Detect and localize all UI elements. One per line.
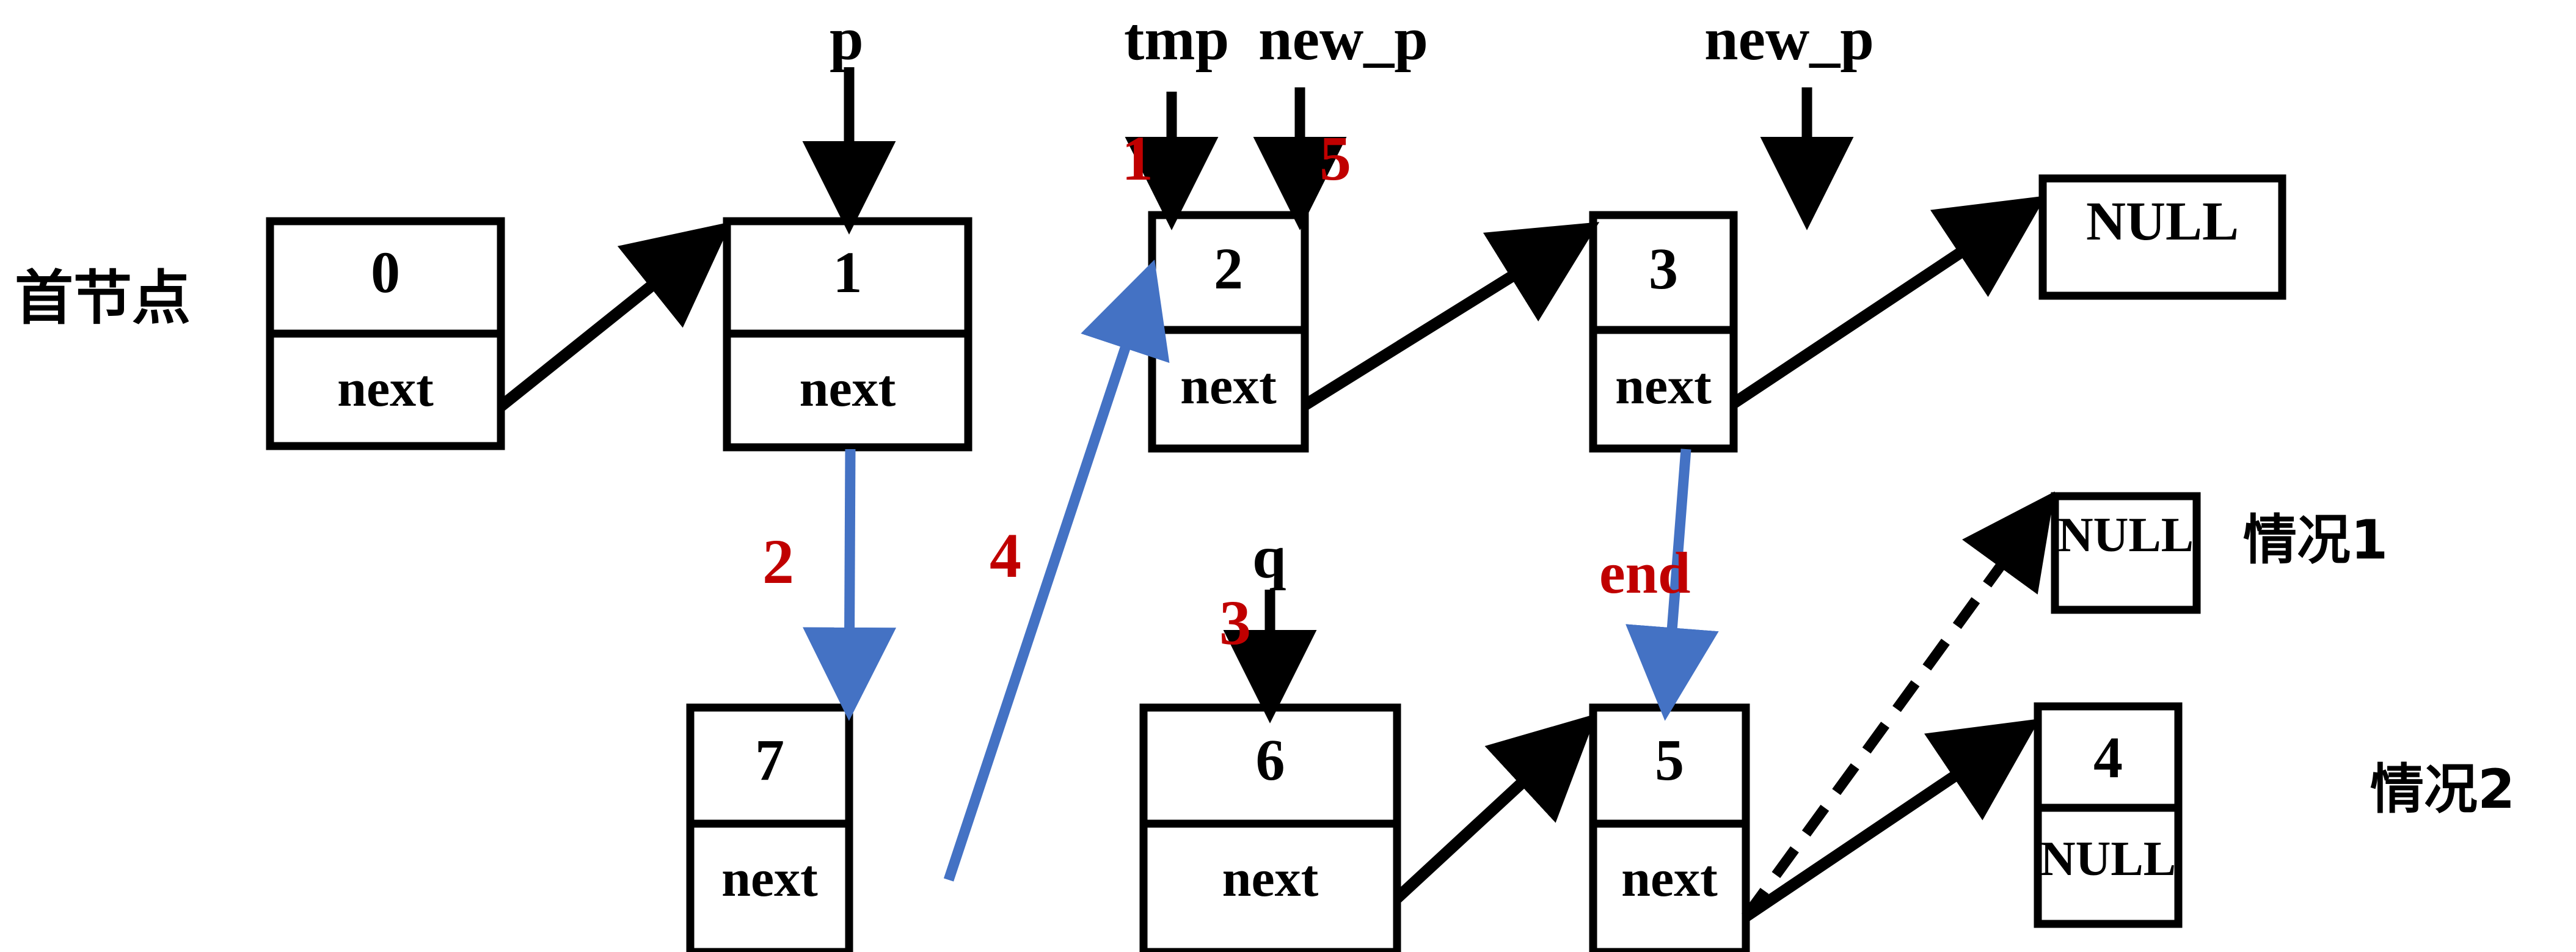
- pointer-label-tmp: tmp: [1124, 5, 1230, 73]
- step-marker-4: 4: [990, 521, 1021, 591]
- node-2-next-label: next: [1180, 356, 1277, 415]
- case-label-2: 情况2: [2370, 758, 2516, 821]
- null-top-value: NULL: [2085, 191, 2239, 252]
- node-3-next-label: next: [1615, 356, 1712, 415]
- node-1-value: 1: [833, 240, 863, 305]
- node-5-value: 5: [1655, 727, 1684, 793]
- null-case1-value: NULL: [2057, 508, 2194, 562]
- link-0-to-1: [497, 221, 732, 411]
- head-node-caption: 首节点: [15, 264, 191, 332]
- node-6-value: 6: [1255, 727, 1285, 793]
- pointer-label-p: p: [830, 5, 864, 73]
- node-6-next-label: next: [1222, 849, 1319, 907]
- node-box-7: [686, 703, 853, 952]
- node-box-1: [723, 217, 972, 452]
- node-2-value: 2: [1214, 236, 1243, 301]
- node-7-value: 7: [755, 727, 784, 793]
- case-label-1: 情况1: [2243, 508, 2388, 571]
- node-1-next-label: next: [799, 359, 896, 417]
- pointer-label-q: q: [1252, 523, 1286, 591]
- blue-arrow-1-to-7: [803, 449, 897, 721]
- blue-arrow-7-to-2: [943, 259, 1170, 882]
- step-marker-2: 2: [762, 527, 794, 597]
- step-marker-1: 1: [1122, 123, 1153, 194]
- step-marker-end: end: [1599, 540, 1691, 606]
- node-5-next-label: next: [1621, 849, 1718, 907]
- blue-arrow-3-to-5: [1626, 449, 1719, 721]
- node-3-value: 3: [1649, 236, 1678, 301]
- link-3-to-null: [1730, 196, 2046, 408]
- step-marker-3: 3: [1219, 588, 1251, 658]
- node-4-value: 4: [2093, 725, 2123, 790]
- node-0-value: 0: [371, 240, 400, 305]
- pointer-label-new-p-right: new_p: [1704, 5, 1874, 73]
- node-box-5: [1589, 703, 1750, 952]
- node-4-next-label: NULL: [2040, 832, 2176, 886]
- link-6-to-5: [1393, 713, 1597, 903]
- node-box-3: [1589, 211, 1738, 453]
- node-box-0: [266, 217, 505, 450]
- link-5-to-4: [1742, 719, 2040, 921]
- link-2-to-3: [1301, 222, 1600, 411]
- pointer-label-new-p-upper: new_p: [1258, 5, 1428, 73]
- node-7-next-label: next: [721, 849, 818, 907]
- step-marker-5: 5: [1319, 123, 1351, 194]
- node-box-null-case1: [2051, 492, 2201, 614]
- link-5-to-null-dashed: [1742, 491, 2055, 920]
- node-0-next-label: next: [337, 359, 434, 417]
- node-box-6: [1139, 703, 1401, 952]
- node-box-4: [2034, 702, 2183, 928]
